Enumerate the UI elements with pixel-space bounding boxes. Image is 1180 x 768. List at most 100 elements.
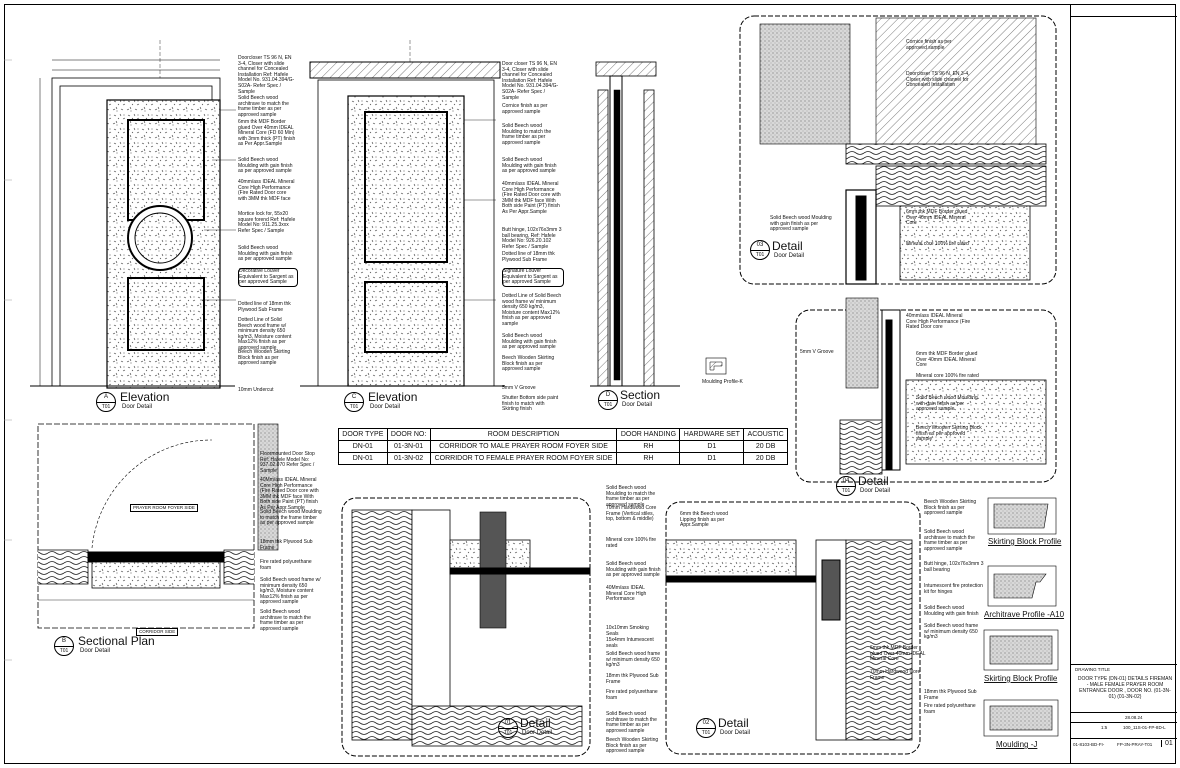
- schedule-header: DOOR NO:: [386, 428, 431, 441]
- elevation-c-note-8: Signature Louver Equivalent to Sargent a…: [502, 268, 564, 287]
- detail-01-note-8: Solid Beech wood frame w/ minimum densit…: [606, 651, 662, 669]
- detail-02-note-2: Solid Beech wood architrave to match the…: [924, 529, 977, 552]
- detail-01-note-10: Fire rated polyurethane foam: [606, 689, 660, 701]
- section-d-door: [590, 61, 680, 387]
- detail-01-note-7: 15x4mm Intumescent seals: [606, 637, 656, 649]
- elevation-a-note-7: Solid Beech wood Moulding with gain fini…: [238, 245, 294, 263]
- detail-02-note-3: 6mm thk Beech wood Lipping finish as per…: [680, 511, 730, 529]
- schedule-cell: RH: [616, 452, 681, 465]
- sectional-plan-note-6: Solid Beech wood frame w/ minimum densit…: [260, 577, 322, 606]
- schedule-header: ACOUSTIC: [743, 428, 788, 441]
- elevation-a-note-10: Dotted Line of Solid Beech wood frame w/…: [238, 317, 293, 351]
- elevation-c-note-7: Dotted line of 18mm thk Plywood Sub Fram…: [502, 251, 557, 263]
- schedule-row: DN-01 01-3N-02 CORRIDOR TO FEMALE PRAYER…: [338, 452, 788, 465]
- detail-01-title: Detail: [520, 716, 551, 730]
- elevation-a-note-2: Solid Beech wood architrave to match the…: [238, 95, 291, 118]
- profile-label-skirting-1: Skirting Block Profile: [988, 537, 1062, 546]
- sheet-border: [4, 4, 1176, 764]
- detail-03-note-2: Doorcloser TS 96 N, EN 3-4, Closer with …: [906, 71, 971, 89]
- detail-04-note-5: 5mm V Groove: [800, 349, 834, 355]
- sectional-plan-note-4: 18mm thk Plywood Sub Frame: [260, 539, 314, 551]
- detail-01-note-3: Mineral core 100% fire rated: [606, 537, 658, 549]
- schedule-header-row: DOOR TYPE DOOR NO: ROOM DESCRIPTION DOOR…: [338, 428, 788, 441]
- elevation-a-note-9: Dotted line of 18mm thk Plywood Sub Fram…: [238, 301, 293, 313]
- drawing-title: DOOR TYPE (DN-01) DETAILS FIREMAN - MALE…: [1077, 676, 1173, 700]
- detail-02-note-11: Fire rated polyurethane foam: [924, 703, 978, 715]
- detail-04-subtitle: Door Detail: [860, 488, 891, 494]
- detail-02-subtitle: Door Detail: [720, 730, 751, 736]
- detail-01-note-4: Solid Beech wood Moulding with gain fini…: [606, 561, 662, 579]
- schedule-row: DN-01 01-3N-01 CORRIDOR TO MALE PRAYER R…: [338, 440, 788, 453]
- sectional-plan-b-drawing: [37, 423, 279, 629]
- schedule-cell: 20 DB: [743, 440, 788, 453]
- drawing-ref-no: 100_11S-01-FP-8D-L: [1123, 725, 1166, 730]
- moulding-profile-k-drawing: [705, 357, 727, 375]
- detail-02-note-9: 70mm Hardwood Core Frame: [870, 669, 922, 681]
- sheet-number: 01: [1161, 740, 1173, 747]
- detail-01-subtitle: Door Detail: [522, 730, 553, 736]
- elevation-c-note-12: 5mm V Groove: [502, 385, 536, 391]
- schedule-cell: D1: [679, 440, 745, 453]
- elevation-c-subtitle: Door Detail: [370, 404, 401, 410]
- schedule-header: ROOM DESCRIPTION: [429, 428, 618, 441]
- detail-02-note-5: Intumescent fire protection kit for hing…: [924, 583, 985, 595]
- elevation-a-title: Elevation: [120, 390, 170, 404]
- title-block-caption: DRAWING TITLE: [1075, 667, 1111, 672]
- detail-02-note-10: 18mm thk Plywood Sub Frame: [924, 689, 978, 701]
- detail-01-note-9: 18mm thk Plywood Sub Frame: [606, 673, 660, 685]
- sectional-plan-note-2: 40Mm/ass IDEAL Mineral Core High Perform…: [260, 477, 321, 511]
- project-code: 01-8103-BD-FI-: [1073, 742, 1105, 747]
- elevation-a-subtitle: Door Detail: [122, 404, 153, 410]
- room-label-prayer-foyer: PRAYER ROOM FOYER SIDE: [130, 504, 198, 512]
- elevation-c-note-9: Dotted Line of Solid Beech wood frame w/…: [502, 293, 563, 327]
- schedule-cell: DN-01: [338, 452, 388, 465]
- detail-04-note-3: Mineral core 100% fire rated: [916, 373, 979, 379]
- elevation-a-note-11: Beech Wooden Skirting Block finish as pe…: [238, 349, 292, 367]
- section-d-subtitle: Door Detail: [622, 402, 653, 408]
- elevation-a-note-5: 40mm/ass IDEAL Mineral Core High Perform…: [238, 179, 296, 202]
- elevation-a-note-12: 10mm Undercut: [238, 387, 274, 393]
- detail-01-note-12: Beech Wooden Skirting Block finish as pe…: [606, 737, 660, 755]
- sectional-plan-note-5: Fire rated polyurethane foam: [260, 559, 314, 571]
- detail-02-drawing: [665, 501, 921, 755]
- detail-01-note-6: 10x10mm Smoking Seals: [606, 625, 651, 637]
- moulding-profile-k-label: Moulding Profile-K: [702, 379, 743, 385]
- detail-02-title: Detail: [718, 716, 749, 730]
- room-label-corridor: CORRIDOR SIDE: [136, 628, 179, 636]
- detail-01-drawing: [341, 497, 591, 757]
- elevation-c-note-1: Door closer TS 96 N, EN 3-4, Closer with…: [502, 61, 559, 101]
- door-schedule-table: DOOR TYPE DOOR NO: ROOM DESCRIPTION DOOR…: [338, 428, 788, 465]
- detail-01-note-5: 40Mm/ass IDEAL Mineral Core High Perform…: [606, 585, 648, 603]
- schedule-cell: CORRIDOR TO MALE PRAYER ROOM FOYER SIDE: [429, 440, 618, 453]
- elevation-c-note-5: 40mm/ass IDEAL Mineral Core High Perform…: [502, 181, 563, 215]
- elevation-a-note-6: Mortice lock for, 55x20 square forend Re…: [238, 211, 297, 234]
- detail-04-note-2: 6mm thk MDF Border glued Over 40mm IDEAL…: [916, 351, 979, 369]
- profile-label-skirting-2: Skirting Block Profile: [984, 674, 1058, 683]
- detail-03-subtitle: Door Detail: [774, 253, 805, 259]
- elevation-c-note-4: Solid Beech wood Moulding with gain fini…: [502, 157, 558, 175]
- schedule-header: DOOR TYPE: [338, 428, 388, 441]
- detail-03-drawing: [739, 15, 1057, 285]
- schedule-cell: RH: [616, 440, 681, 453]
- elevation-a-door: [30, 40, 235, 389]
- elevation-c-note-3: Solid Beech wood Moulding to match the f…: [502, 123, 553, 146]
- detail-03-note-4: Mineral core 100% fire rated: [906, 241, 969, 247]
- detail-02-note-8: 6mm thk MDF Border glued Over 40mm IDEAL…: [870, 645, 927, 663]
- detail-04-note-1: 40mm/ass IDEAL Mineral Core High Perform…: [906, 313, 972, 331]
- elevation-c-title: Elevation: [368, 390, 418, 404]
- detail-01-note-1: Solid Beech wood Moulding to match the f…: [606, 485, 657, 508]
- elevation-c-note-10: Solid Beech wood Moulding with gain fini…: [502, 333, 558, 351]
- detail-03-note-5: Solid Beech wood Moulding with gain fini…: [770, 215, 834, 233]
- schedule-cell: 01-3N-01: [386, 440, 431, 453]
- schedule-cell: CORRIDOR TO FEMALE PRAYER ROOM FOYER SID…: [429, 452, 618, 465]
- schedule-header: DOOR HANDING: [616, 428, 681, 441]
- sectional-plan-title: Sectional Plan: [78, 634, 155, 648]
